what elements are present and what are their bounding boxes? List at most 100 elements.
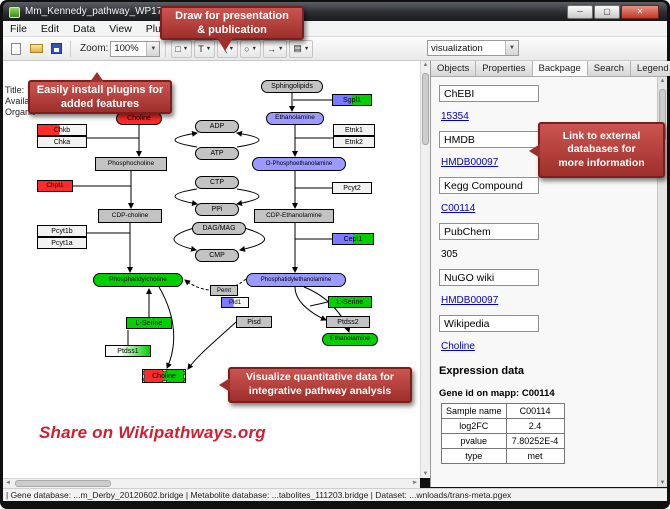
section-link[interactable]: Choline xyxy=(441,341,475,352)
tab-properties[interactable]: Properties xyxy=(476,61,533,76)
title-bar[interactable]: Mm_Kennedy_pathway_WP1771_45176.gpml ─ ▢… xyxy=(3,2,667,21)
node-adp[interactable]: ADP xyxy=(195,120,239,133)
dropdown-icon[interactable]: ▼ xyxy=(182,45,189,52)
maximize-button[interactable]: ▢ xyxy=(594,5,620,19)
node-etnk2[interactable]: Etnk2 xyxy=(333,136,375,148)
node-etnk1[interactable]: Etnk1 xyxy=(333,124,375,136)
tab-backpage[interactable]: Backpage xyxy=(532,61,588,76)
node-atp[interactable]: ATP xyxy=(195,147,239,160)
table-cell: Sample name xyxy=(441,403,507,419)
callout-line: databases for xyxy=(567,143,636,156)
menu-edit[interactable]: Edit xyxy=(40,22,60,35)
scroll-down-icon[interactable]: ▼ xyxy=(422,471,429,477)
tab-search[interactable]: Search xyxy=(587,61,631,76)
zoom-combobox[interactable]: 100% ▼ xyxy=(110,40,161,57)
minimize-button[interactable]: ─ xyxy=(567,5,593,19)
datanode-tool-icon: □ xyxy=(175,43,181,54)
node-ptdss2[interactable]: Ptdss2 xyxy=(326,316,370,328)
tab-legend[interactable]: Legend xyxy=(630,61,670,76)
node-pcyt2[interactable]: Pcyt2 xyxy=(332,182,372,194)
node-phosphatidylcholine[interactable]: Phosphatidylcholine xyxy=(93,273,183,287)
section-link[interactable]: C00114 xyxy=(441,203,476,214)
node-ptdss1[interactable]: Ptdss1 xyxy=(105,345,151,357)
dropdown-icon[interactable]: ▼ xyxy=(251,45,257,52)
node-cmp[interactable]: CMP xyxy=(195,249,239,262)
selection-handle[interactable] xyxy=(183,380,185,382)
scrollbar-thumb[interactable] xyxy=(422,73,429,145)
shape-tool[interactable]: ○▼ xyxy=(240,39,261,58)
node-pcyt1b[interactable]: Pcyt1b xyxy=(37,225,87,237)
template-tool[interactable]: ▤▼ xyxy=(289,39,314,58)
datanode-tool[interactable]: □▼ xyxy=(171,39,193,58)
node-ctp[interactable]: CTP xyxy=(195,176,239,189)
selection-handle[interactable] xyxy=(183,374,185,379)
scroll-left-icon[interactable]: ◄ xyxy=(5,480,11,486)
visualization-combobox[interactable]: visualization ▼ xyxy=(427,40,519,56)
new-file-icon[interactable] xyxy=(7,40,25,58)
selection-handle[interactable] xyxy=(162,380,167,382)
node-cdp-choline[interactable]: CDP-choline xyxy=(98,209,162,223)
tab-objects[interactable]: Objects xyxy=(431,61,477,76)
selection-handle[interactable] xyxy=(143,374,145,379)
dropdown-icon[interactable]: ▼ xyxy=(277,45,284,52)
dropdown-icon[interactable]: ▼ xyxy=(505,41,518,55)
menu-view[interactable]: View xyxy=(109,22,132,35)
dropdown-icon[interactable]: ▼ xyxy=(146,41,160,56)
canvas-horizontal-scrollbar[interactable]: ◄ ► xyxy=(3,478,420,488)
scrollbar-thumb[interactable] xyxy=(15,480,111,487)
node-pisd[interactable]: Pisd xyxy=(236,316,272,328)
node-ethanolamine-top[interactable]: Ethanolamine xyxy=(266,112,324,125)
section-link[interactable]: 15354 xyxy=(441,111,469,122)
node-l-serine-right[interactable]: L-Serine xyxy=(328,296,372,308)
selection-handle[interactable] xyxy=(143,380,145,382)
dropdown-icon[interactable]: ▼ xyxy=(205,45,212,52)
node-pemt[interactable]: Pemt xyxy=(210,285,238,296)
menu-file[interactable]: File xyxy=(10,22,27,35)
save-file-icon[interactable] xyxy=(47,40,65,58)
section-link[interactable]: HMDB00097 xyxy=(441,295,499,306)
drawing-tools: □▼T▼╲▼○▼→▼▤▼ xyxy=(171,39,314,58)
table-cell: C00114 xyxy=(505,403,565,419)
scroll-down-icon[interactable]: ▼ xyxy=(659,480,666,486)
callout-line: Visualize quantitative data for xyxy=(245,371,394,384)
node-pld1[interactable]: Pld1 xyxy=(221,297,249,308)
node-o-phosphoethanolamine[interactable]: O-Phosphoethanolamine xyxy=(252,157,346,171)
node-chka[interactable]: Chka xyxy=(37,136,87,148)
node-ethanolamine-bottom[interactable]: Ethanolamine xyxy=(322,333,378,346)
scroll-up-icon[interactable]: ▲ xyxy=(659,78,666,84)
node-chpt1[interactable]: Chpt1 xyxy=(37,180,73,192)
node-dag-mag[interactable]: DAG/MAG xyxy=(192,222,246,235)
node-sphingolipids[interactable]: Sphingolipids xyxy=(261,80,323,93)
selection-handle[interactable] xyxy=(143,370,145,372)
node-pcyt1a[interactable]: Pcyt1a xyxy=(37,237,87,249)
close-button[interactable]: ✕ xyxy=(621,5,659,19)
section-link[interactable]: HMDB00097 xyxy=(441,157,499,168)
node-cdp-ethanolamine[interactable]: CDP-Ethanolamine xyxy=(254,209,334,223)
scroll-right-icon[interactable]: ► xyxy=(412,480,418,486)
node-phosphocholine[interactable]: Phosphocholine xyxy=(95,157,167,171)
node-cept1[interactable]: Cept1 xyxy=(332,233,374,245)
node-l-serine-left[interactable]: L-Serine xyxy=(126,317,172,329)
callout-line: Link to external xyxy=(562,129,641,142)
node-chkb[interactable]: Chkb xyxy=(37,124,87,136)
label-tool[interactable]: T▼ xyxy=(194,39,216,58)
node-ppi[interactable]: PPi xyxy=(195,203,239,216)
menu-data[interactable]: Data xyxy=(73,22,96,35)
app-icon xyxy=(9,7,20,18)
selection-handle[interactable] xyxy=(162,370,167,372)
scroll-up-icon[interactable]: ▲ xyxy=(422,62,429,68)
node-phosphatidylethanolamine[interactable]: Phosphatidylethanolamine xyxy=(246,273,346,287)
canvas-vertical-scrollbar[interactable]: ▲ ▼ xyxy=(420,61,430,478)
open-file-icon[interactable] xyxy=(27,40,45,58)
selection-handle[interactable] xyxy=(183,370,185,372)
connector-tool[interactable]: →▼ xyxy=(262,39,288,58)
dropdown-icon[interactable]: ▼ xyxy=(303,45,310,52)
zoom-value: 100% xyxy=(114,43,139,54)
section-header: Kegg Compound xyxy=(439,177,539,194)
node-choline-selected[interactable]: Choline xyxy=(142,369,186,383)
node-sgpl1[interactable]: Sgpl1 xyxy=(332,94,372,106)
